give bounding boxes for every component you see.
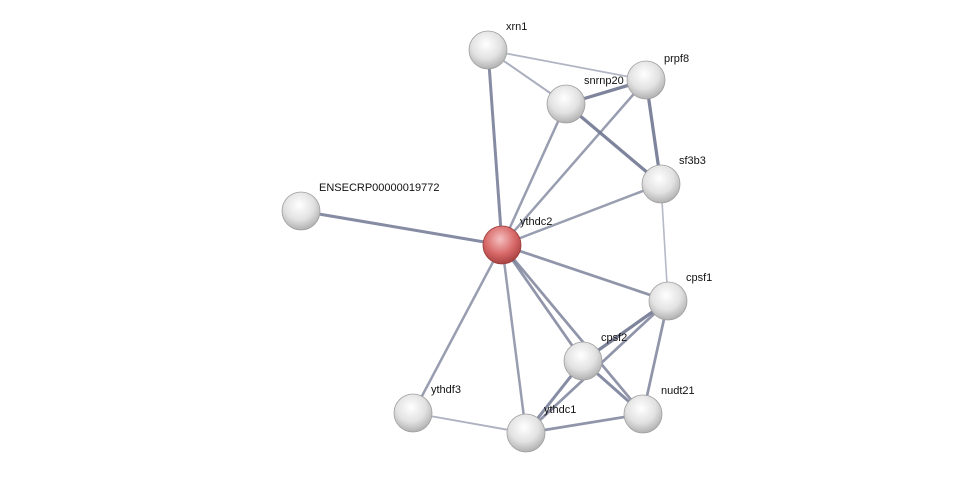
node-sphere[interactable] [393,393,433,433]
node-cpsf1[interactable]: cpsf1 [648,272,712,321]
edge-ythdc2-ythdc1[interactable] [500,244,528,434]
node-sphere[interactable] [281,191,321,231]
node-label: cpsf1 [686,272,712,284]
node-label: ENSECRP00000019772 [319,182,439,194]
edge-snrnp200-sf3b3[interactable] [564,102,663,186]
node-sphere[interactable] [641,164,681,204]
edge-ythdc2-cpsf2[interactable] [500,244,585,362]
node-label: ythdf3 [431,384,461,396]
edge-ythdc2-snrnp200[interactable] [500,103,568,246]
node-label: prpf8 [664,53,689,65]
node-ythdc1[interactable]: ythdc1 [506,404,576,453]
node-label: xrn1 [506,21,527,33]
node-sphere[interactable] [563,341,603,381]
edge-ythdc2-ythdf3[interactable] [411,244,504,414]
node-sphere[interactable] [648,281,688,321]
node-ensecrp[interactable]: ENSECRP00000019772 [281,182,439,231]
node-xrn1[interactable]: xrn1 [468,21,527,70]
node-sphere[interactable] [506,413,546,453]
node-prpf8[interactable]: prpf8 [626,53,689,100]
node-sphere[interactable] [623,394,663,434]
node-ythdc2[interactable]: ythdc2 [482,216,552,265]
edge-ythdc2-ensecrp[interactable] [300,209,503,247]
node-label: snrnp20 [584,75,624,87]
node-snrnp200[interactable]: snrnp20 [546,75,624,124]
node-label: ythdc1 [544,404,576,416]
edge-ythdc2-prpf8[interactable] [501,79,647,246]
edge-xrn1-prpf8[interactable] [487,49,647,81]
edge-ythdc2-xrn1[interactable] [486,49,504,246]
edge-ythdc2-sf3b3[interactable] [501,182,662,247]
node-sphere[interactable] [482,225,522,265]
node-cpsf2[interactable]: cpsf2 [563,332,627,381]
node-sf3b3[interactable]: sf3b3 [641,155,706,204]
node-label: cpsf2 [601,332,627,344]
node-sphere[interactable] [626,60,666,100]
edge-sf3b3-cpsf1[interactable] [660,183,669,302]
node-label: ythdc2 [520,216,552,228]
node-ythdf3[interactable]: ythdf3 [393,384,461,433]
edge-ythdc2-cpsf1[interactable] [501,243,669,303]
node-sphere[interactable] [468,30,508,70]
node-label: nudt21 [661,385,695,397]
edge-ythdc2-nudt21[interactable] [500,244,645,415]
node-sphere[interactable] [546,84,586,124]
node-label: sf3b3 [679,155,706,167]
edge-ythdc1-nudt21[interactable] [525,412,644,435]
node-nudt21[interactable]: nudt21 [623,385,695,434]
